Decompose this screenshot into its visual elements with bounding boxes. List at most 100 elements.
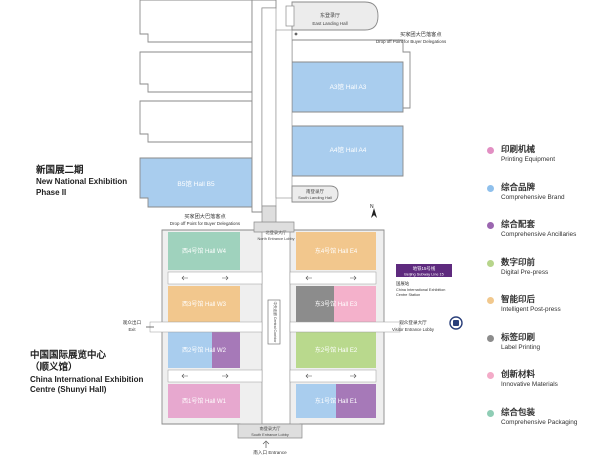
legend-label-zh: 数字印前 — [501, 256, 536, 267]
exit-zh: 观众出口 — [123, 319, 142, 326]
phase2-spine-right — [275, 29, 293, 199]
hall-w4[interactable] — [168, 232, 240, 270]
hall-b1-outline — [139, 0, 253, 43]
dropoff-mid-en: Drop off Point for Buyer Delegations — [170, 221, 241, 226]
east-landing-connector — [285, 5, 295, 27]
legend-label-en: Intelligent Post-press — [501, 306, 561, 313]
hall-b5-label: B5馆 Hall B5 — [177, 179, 215, 188]
hall-b3-outline — [139, 100, 253, 143]
north-letter: N — [370, 204, 374, 210]
subway-line-badge — [396, 264, 452, 277]
station-zh: 国展站 — [396, 280, 410, 287]
dropoff-mid-zh: 买家团大巴落客点 — [184, 212, 226, 220]
north-lobby[interactable] — [253, 221, 295, 233]
south-landing-zh: 南登录厅 — [306, 188, 324, 194]
legend-item: 印刷机械 Printing Equipment — [487, 143, 599, 181]
hall-e2-label: 东2号馆 Hall E2 — [315, 346, 358, 354]
legend-swatch — [487, 184, 494, 192]
hall-e1-west[interactable] — [296, 384, 336, 418]
ciec-title-zh-2: （顺义馆） — [30, 362, 78, 374]
exit-en: Exit — [129, 327, 137, 332]
legend-label-en: Digital Pre-press — [501, 268, 549, 276]
legend-swatch — [487, 409, 494, 417]
legend-label-zh: 印刷机械 — [501, 144, 536, 154]
station-en-2: Centre Station — [396, 293, 420, 297]
south-lobby-en: South Entrance Lobby — [251, 433, 289, 437]
legend-swatch — [487, 334, 494, 342]
subway-station-icon[interactable] — [449, 316, 463, 330]
phase2-title-zh: 新国展二期 — [36, 165, 84, 176]
legend-label-zh: 智能印后 — [501, 294, 536, 304]
ciec-title-zh-1: 中国国际展览中心 — [30, 350, 107, 361]
legend-label-en: Label Printing — [501, 343, 541, 351]
legend-label-en: Comprehensive Ancillaries — [501, 231, 577, 238]
south-lobby-zh: 南登录大厅 — [260, 425, 281, 432]
legend-label-zh: 标签印刷 — [501, 331, 536, 342]
hall-w2-east[interactable] — [212, 332, 240, 368]
hall-e3-west[interactable] — [296, 286, 334, 322]
subway-en: Beijing Subway Line 15 — [404, 273, 443, 277]
hall-e4[interactable] — [296, 232, 376, 270]
east-landing-zh: 东登录厅 — [320, 12, 340, 19]
subway-zh: 地铁15号线 — [413, 265, 436, 272]
visitor-entrance-en: Visitor Entrance Lobby — [392, 327, 435, 332]
hall-w2-west[interactable] — [168, 332, 212, 368]
phase2-title: 新国展二期 New National Exhibition Phase II — [36, 165, 127, 198]
legend-swatch — [487, 222, 494, 229]
south-landing-en: South Landing Hall — [298, 195, 332, 200]
legend-swatch — [487, 259, 494, 267]
hall-e3-label: 东3号馆 Hall E3 — [315, 300, 358, 308]
central-corridor-label: 中央走廊 Central Corridor — [273, 302, 278, 344]
visitor-entrance-zh: 观众登录大厅 — [399, 319, 427, 326]
legend-label-en: Innovative Materials — [501, 381, 558, 388]
hall-w4-label: 西4号馆 Hall W4 — [182, 247, 227, 255]
legend-label-en: Printing Equipment — [501, 156, 555, 163]
legend-swatch — [487, 297, 494, 304]
hall-e2[interactable] — [296, 332, 376, 368]
south-entrance: 南入口 Entrance — [253, 449, 287, 456]
hall-w3-label: 西3号馆 Hall W3 — [182, 300, 227, 308]
hall-w1-label: 西1号馆 Hall W1 — [182, 397, 227, 405]
hall-w1[interactable] — [168, 384, 240, 418]
ciec-title-en-2: Centre (Shunyi Hall) — [30, 385, 107, 395]
legend-item: 综合配套 Comprehensive Ancillaries — [487, 218, 599, 256]
north-arrow: N — [370, 204, 377, 218]
hall-w3[interactable] — [168, 286, 240, 322]
dropoff-top-zh: 买家团大巴落客点 — [400, 30, 442, 38]
station-en-1: China International Exhibition — [396, 288, 445, 292]
phase2-title-en-2: Phase II — [36, 187, 67, 197]
dropoff-top-marker — [294, 32, 298, 36]
south-lobby[interactable] — [237, 423, 303, 439]
north-lobby-zh: 北登录大厅 — [266, 229, 287, 236]
legend-label-zh: 综合包装 — [501, 406, 536, 417]
dropoff-top-en: Drop off Point for Buyer Delegations — [376, 39, 447, 44]
cross-corridors — [149, 271, 401, 383]
phase2-spine-walk — [261, 7, 277, 207]
hall-b2-outline — [139, 51, 253, 93]
hall-w2-label: 西2号馆 Hall W2 — [182, 346, 227, 354]
hall-e3-east[interactable] — [334, 286, 376, 322]
east-landing-hall[interactable] — [291, 1, 379, 31]
hall-e1-label: 东1号馆 Hall E1 — [315, 397, 358, 405]
legend-label-zh: 创新材料 — [501, 369, 536, 379]
legend-item: 创新材料 Innovative Materials — [487, 368, 599, 406]
hall-e4-label: 东4号馆 Hall E4 — [315, 247, 358, 255]
central-corridor-sign — [267, 299, 281, 345]
corridor-arrows — [181, 275, 357, 379]
legend-swatch — [487, 372, 494, 379]
hall-a4-label: A4馆 Hall A4 — [330, 145, 367, 154]
ciec-title: 中国国际展览中心 （顺义馆） China International Exhib… — [30, 350, 143, 395]
south-entrance-arrow — [262, 440, 270, 448]
phase2-title-en-1: New National Exhibition — [36, 177, 128, 187]
hall-e1-east[interactable] — [336, 384, 376, 418]
east-landing-en: East Landing Hall — [312, 21, 347, 26]
south-landing-hall[interactable] — [291, 185, 339, 203]
legend-label-zh: 综合配套 — [501, 219, 536, 229]
